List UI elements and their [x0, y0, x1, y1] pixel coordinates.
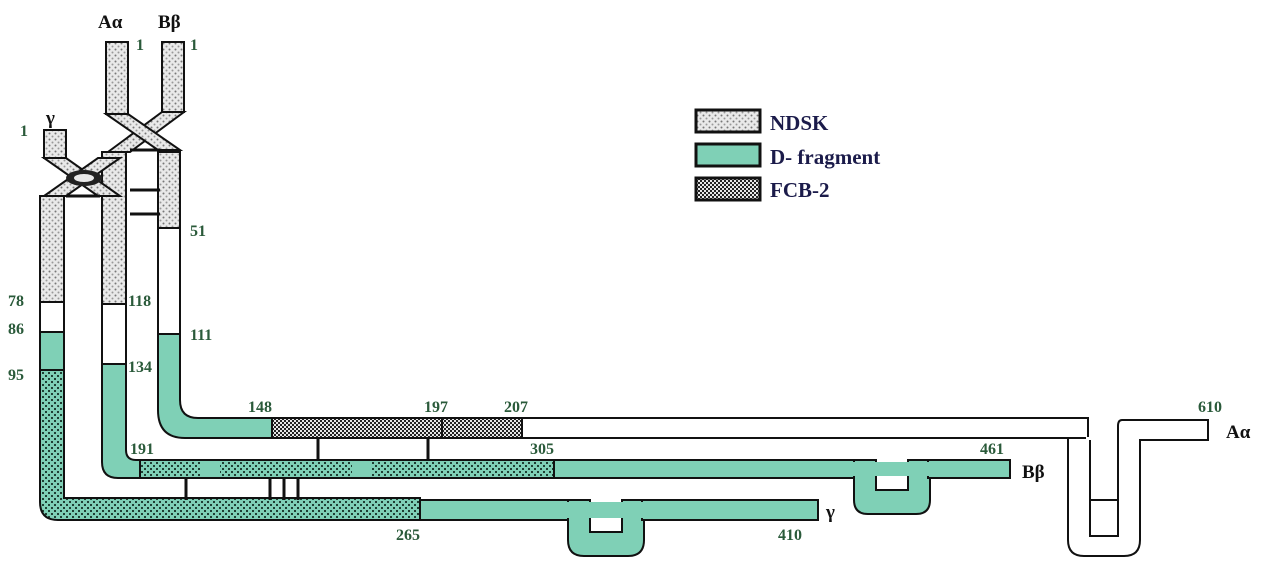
label-bb-207: 207 [504, 399, 528, 416]
label-g-265: 265 [396, 527, 420, 544]
label-g-95: 95 [8, 367, 24, 384]
b-beta-chain [108, 42, 522, 438]
legend-label-ndsk: NDSK [770, 111, 829, 135]
legend-swatch-fcb2 [696, 178, 760, 200]
label-bb-148: 148 [248, 399, 272, 416]
label-g-1: 1 [20, 123, 28, 140]
chain-label-gamma-right: γ [825, 502, 835, 523]
chain-label-b-beta-top: Bβ [158, 12, 181, 33]
label-aa-118: 118 [128, 293, 151, 310]
legend-swatch-d-fragment [696, 144, 760, 166]
label-bb-111: 111 [190, 327, 212, 344]
label-bb-305: 305 [530, 441, 554, 458]
legend: NDSK D- fragment FCB-2 [696, 110, 880, 202]
label-aa-1: 1 [136, 37, 144, 54]
chain-label-gamma-top: γ [45, 108, 55, 129]
legend-swatch-ndsk [696, 110, 760, 132]
label-bb-51: 51 [190, 223, 206, 240]
label-bb-197: 197 [424, 399, 448, 416]
label-bb-461: 461 [980, 441, 1004, 458]
label-g-78: 78 [8, 293, 24, 310]
label-aa-610: 610 [1198, 399, 1222, 416]
label-aa-134: 134 [128, 359, 152, 376]
label-aa-191: 191 [130, 441, 154, 458]
chain-label-a-alpha-top: Aα [98, 12, 123, 33]
chain-label-b-beta-right: Bβ [1022, 462, 1045, 483]
label-g-410: 410 [778, 527, 802, 544]
legend-label-d-fragment: D- fragment [770, 145, 880, 169]
label-g-86: 86 [8, 321, 24, 338]
chain-label-a-alpha-right: Aα [1226, 422, 1251, 443]
label-bb-1: 1 [190, 37, 198, 54]
legend-label-fcb2: FCB-2 [770, 178, 830, 202]
